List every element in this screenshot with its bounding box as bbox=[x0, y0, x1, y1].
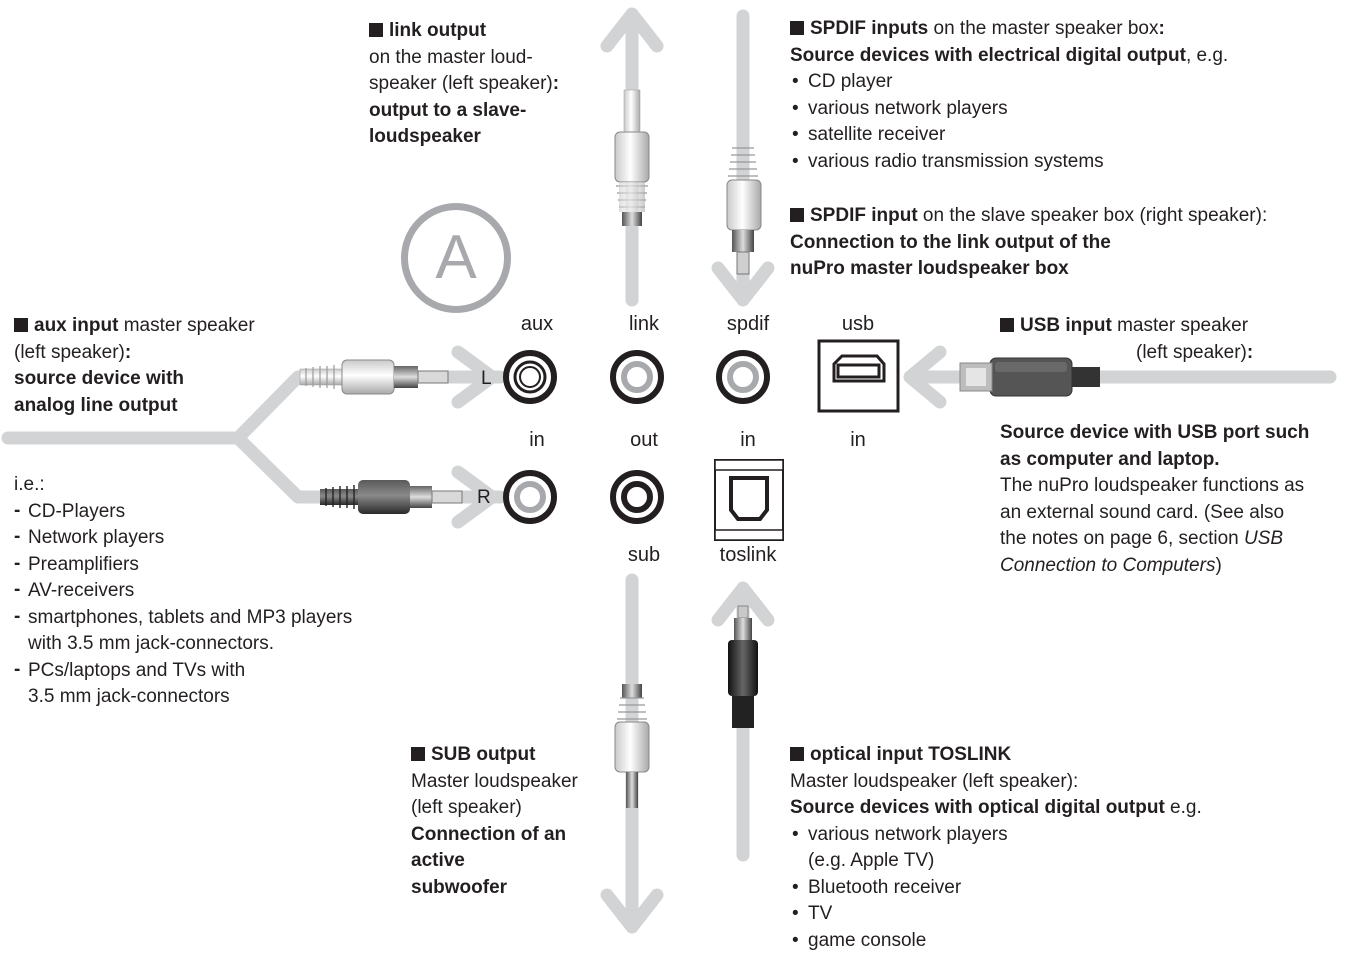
port-label-sub: sub bbox=[599, 544, 689, 567]
spdif-jack bbox=[719, 353, 767, 401]
toslink-input-text: optical input TOSLINK Master loudspeaker… bbox=[790, 742, 1350, 954]
link-jack bbox=[613, 353, 661, 401]
toslink-plug bbox=[728, 606, 758, 728]
usb-source-text: Source device with USB port such as comp… bbox=[1000, 420, 1360, 579]
list-item: various network players bbox=[790, 822, 1350, 849]
list-item: CD-Players bbox=[14, 499, 414, 526]
list-item-continuation: 3.5 mm jack-connectors bbox=[14, 684, 414, 711]
port-label-link: link bbox=[599, 313, 689, 336]
sub-output-text: SUB output Master loudspeaker (left spea… bbox=[411, 742, 611, 901]
list-item: Bluetooth receiver bbox=[790, 875, 1350, 902]
channel-label-l: L bbox=[481, 368, 492, 390]
section-badge-a: A bbox=[401, 203, 511, 313]
bullet-square-icon bbox=[790, 747, 804, 761]
list-item: various network players bbox=[790, 96, 1350, 123]
list-item: game console bbox=[790, 928, 1350, 954]
usb-b-jack bbox=[819, 341, 898, 411]
aux-jack-l bbox=[506, 353, 554, 401]
bullet-square-icon bbox=[14, 318, 28, 332]
list-item: smartphones, tablets and MP3 players bbox=[14, 605, 414, 632]
bullet-square-icon bbox=[790, 208, 804, 222]
list-item: Network players bbox=[14, 525, 414, 552]
list-item: TV bbox=[790, 901, 1350, 928]
toslink-source-list-cont: Bluetooth receiver TV game console bbox=[790, 875, 1350, 954]
usb-input-text: USB input master speaker (left speaker): bbox=[1000, 313, 1360, 366]
channel-label-r: R bbox=[477, 487, 491, 509]
list-item: CD player bbox=[790, 69, 1350, 96]
port-label-aux: aux bbox=[492, 313, 582, 336]
port-label-in-spdif: in bbox=[703, 429, 793, 452]
spdif-input-text: SPDIF inputs on the master speaker box: … bbox=[790, 16, 1350, 175]
rca-plug-white-left bbox=[300, 360, 448, 394]
list-item: various radio transmission systems bbox=[790, 149, 1350, 176]
aux-input-text: aux input master speaker (left speaker):… bbox=[14, 313, 314, 419]
spdif-slave-text: SPDIF input on the slave speaker box (ri… bbox=[790, 203, 1350, 283]
toslink-source-list: various network players bbox=[790, 822, 1350, 849]
port-label-toslink: toslink bbox=[703, 544, 793, 567]
aux-jack-r bbox=[506, 473, 554, 521]
list-item: PCs/laptops and TVs with bbox=[14, 658, 414, 685]
list-item: AV-receivers bbox=[14, 578, 414, 605]
list-item-continuation: with 3.5 mm jack-connectors. bbox=[14, 631, 414, 658]
port-label-in-aux: in bbox=[492, 429, 582, 452]
aux-source-list-cont: PCs/laptops and TVs with bbox=[14, 658, 414, 685]
bullet-square-icon bbox=[369, 23, 383, 37]
port-label-in-usb: in bbox=[813, 429, 903, 452]
list-item: satellite receiver bbox=[790, 122, 1350, 149]
spdif-source-list: CD player various network players satell… bbox=[790, 69, 1350, 175]
aux-source-list: CD-Players Network players Preamplifiers… bbox=[14, 499, 414, 632]
bullet-square-icon bbox=[1000, 318, 1014, 332]
aux-source-text: i.e.: CD-Players Network players Preampl… bbox=[14, 472, 414, 711]
rca-plug-link bbox=[615, 90, 649, 226]
bullet-square-icon bbox=[790, 21, 804, 35]
list-item-continuation: (e.g. Apple TV) bbox=[790, 848, 1350, 875]
port-label-out: out bbox=[599, 429, 689, 452]
toslink-jack bbox=[715, 460, 783, 540]
sub-jack bbox=[613, 473, 661, 521]
list-item: Preamplifiers bbox=[14, 552, 414, 579]
link-output-text: link output on the master loud- speaker … bbox=[369, 18, 589, 151]
port-label-spdif: spdif bbox=[703, 313, 793, 336]
port-label-usb: usb bbox=[813, 313, 903, 336]
bullet-square-icon bbox=[411, 747, 425, 761]
